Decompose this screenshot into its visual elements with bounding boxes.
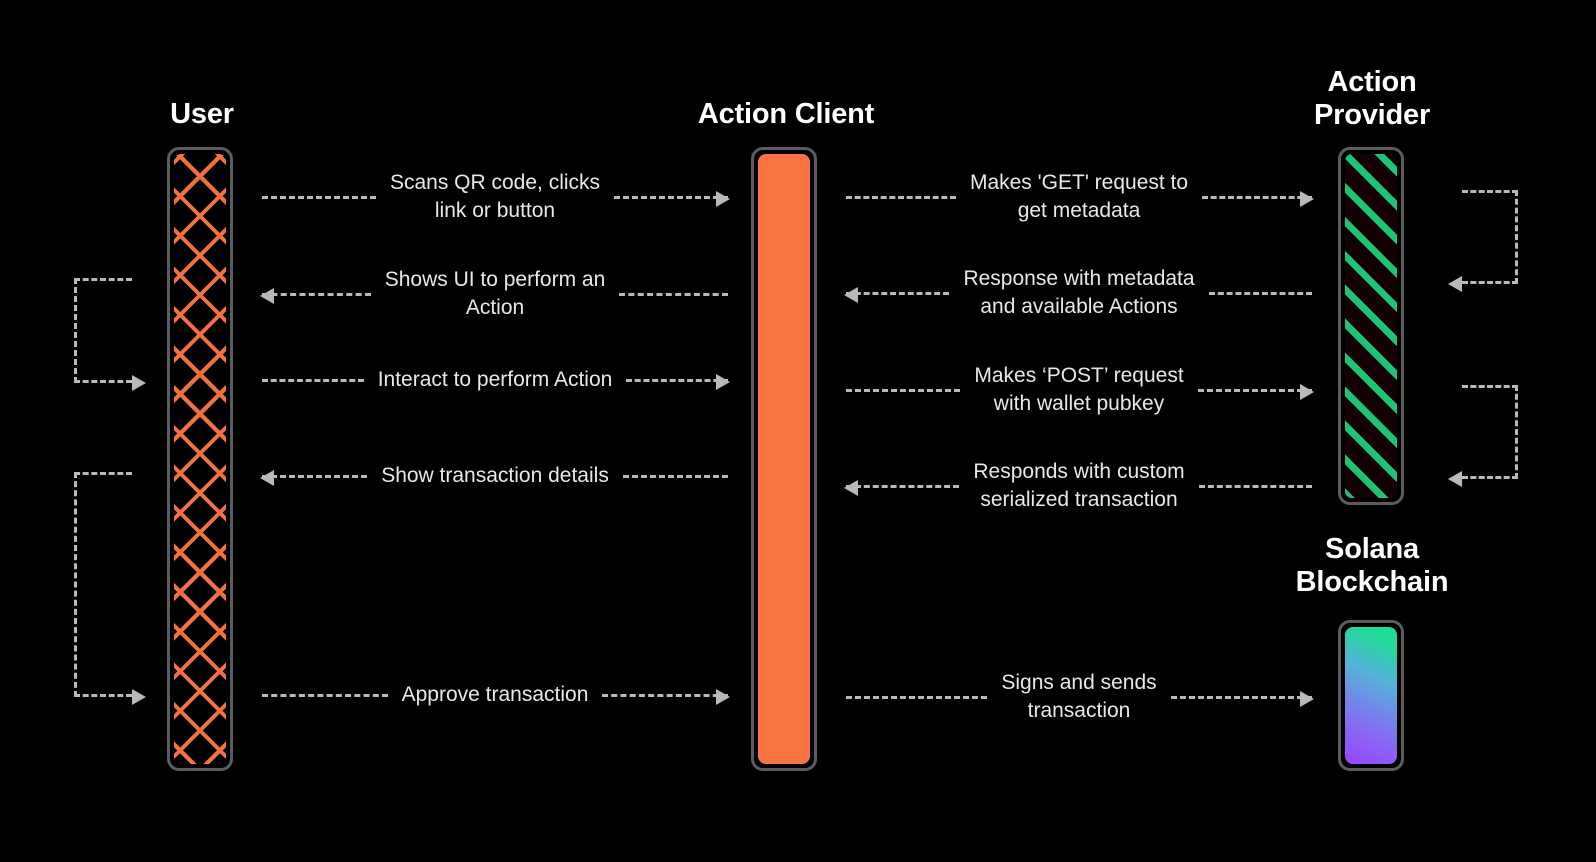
lifeline-solana-blockchain-fill (1345, 627, 1397, 764)
lifeline-action-client-fill (758, 154, 810, 764)
dash-segment-left (262, 195, 376, 199)
arrowhead-icon (1448, 276, 1462, 292)
selfloop-segment-bottom (74, 694, 132, 697)
message-label: Interact to perform Action (377, 368, 613, 391)
message-label: Responds with custom serialized transact… (973, 460, 1185, 511)
lifeline-action-provider-fill (1345, 154, 1397, 498)
arrowhead-icon (1448, 471, 1462, 487)
actor-title-user: User (170, 98, 234, 130)
message-shows-ui: Shows UI to perform an Action (260, 263, 728, 325)
message-label: Approve transaction (401, 683, 589, 706)
dash-segment-right-arrow (1197, 383, 1315, 400)
dash-segment-right-arrow (602, 688, 730, 705)
message-scans-qr-code: Scans QR code, clicks link or button (262, 166, 730, 228)
lifeline-solana-blockchain (1338, 620, 1404, 771)
selfloop-user-1 (74, 278, 146, 391)
dash-segment-right-arrow (626, 373, 730, 390)
message-signs-and-sends-transaction: Signs and sends transaction (846, 666, 1315, 728)
lifeline-user (167, 147, 233, 771)
dash-segment-left-arrow (259, 469, 368, 486)
message-label: Show transaction details (381, 464, 609, 487)
dash-segment-right (622, 474, 729, 478)
selfloop-user-2 (74, 472, 146, 705)
selfloop-segment-bottom (1462, 281, 1518, 284)
message-show-transaction-details: Show transaction details (259, 456, 729, 496)
dash-segment-right-arrow (1170, 690, 1315, 707)
dash-segment-left (846, 195, 956, 199)
actor-title-action-client: Action Client (697, 98, 875, 130)
dash-segment-left (846, 695, 988, 699)
message-label: Signs and sends transaction (1001, 671, 1157, 722)
dash-segment-left-arrow (260, 287, 371, 304)
dash-segment-left (262, 693, 388, 697)
message-response-with-metadata: Response with metadata and available Act… (843, 262, 1313, 324)
actor-title-action-provider: Action Provider (1313, 66, 1431, 131)
dash-segment-right (1198, 484, 1313, 488)
message-label: Response with metadata and available Act… (963, 267, 1195, 318)
message-label: Makes ‘POST’ request with wallet pubkey (974, 364, 1184, 415)
message-interact-to-perform-action: Interact to perform Action (262, 360, 730, 400)
dash-segment-right (619, 292, 728, 296)
lifeline-action-provider (1338, 147, 1404, 505)
selfloop-segment-side (74, 472, 77, 697)
selfloop-segment-top (1462, 190, 1518, 193)
selfloop-segment-side (1515, 190, 1518, 284)
selfloop-action-provider-2 (1448, 385, 1518, 487)
selfloop-segment-top (1462, 385, 1518, 388)
message-responds-with-transaction: Responds with custom serialized transact… (843, 455, 1313, 517)
message-makes-get-request: Makes 'GET' request to get metadata (846, 166, 1314, 228)
arrowhead-icon (132, 375, 146, 391)
arrowhead-icon (132, 689, 146, 705)
message-approve-transaction: Approve transaction (262, 675, 730, 715)
selfloop-segment-bottom (74, 380, 132, 383)
message-label: Scans QR code, clicks link or button (389, 171, 601, 222)
message-makes-post-request: Makes ‘POST’ request with wallet pubkey (846, 359, 1315, 421)
dash-segment-right-arrow (614, 190, 730, 207)
actor-title-solana-blockchain: Solana Blockchain (1295, 533, 1449, 598)
selfloop-segment-top (74, 278, 132, 281)
dash-segment-left (262, 378, 364, 382)
dash-segment-right (1208, 291, 1313, 295)
message-label: Makes 'GET' request to get metadata (969, 171, 1189, 222)
selfloop-segment-side (1515, 385, 1518, 479)
lifeline-action-client (751, 147, 817, 771)
selfloop-segment-top (74, 472, 132, 475)
selfloop-segment-side (74, 278, 77, 383)
dash-segment-left-arrow (843, 479, 960, 496)
selfloop-segment-bottom (1462, 476, 1518, 479)
selfloop-action-provider-1 (1448, 190, 1518, 292)
dash-segment-left (846, 388, 961, 392)
message-label: Shows UI to perform an Action (384, 268, 606, 319)
dash-segment-left-arrow (843, 286, 950, 303)
lifeline-user-fill (174, 154, 226, 764)
dash-segment-right-arrow (1202, 190, 1314, 207)
